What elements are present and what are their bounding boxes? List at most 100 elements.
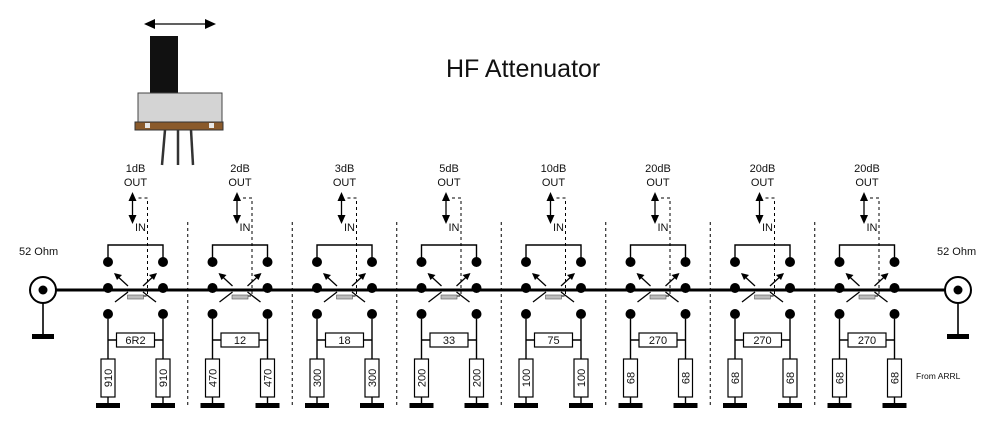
bypass-bracket	[629, 244, 687, 262]
bypass-bracket	[734, 244, 791, 262]
actuator-link	[344, 197, 357, 297]
shunt-resistor-left-value: 68	[730, 372, 742, 384]
series-resistor	[742, 332, 783, 348]
bypass-bracket	[838, 244, 896, 262]
series-resistor	[324, 332, 365, 348]
switch-actuator	[127, 294, 144, 300]
ground-icon	[827, 403, 852, 408]
switch-blade	[142, 291, 157, 303]
actuator-link	[449, 197, 462, 297]
out-label: OUT	[437, 177, 461, 189]
switch-blade	[219, 291, 233, 303]
shunt-resistor-right-value: 68	[785, 372, 797, 384]
shunt-resistor-left-value: 68	[835, 372, 847, 384]
switch-contact	[207, 257, 218, 267]
series-resistor-value: 75	[547, 335, 559, 347]
switch-contact	[785, 309, 795, 319]
switch-contact	[262, 309, 273, 319]
bypass-bracket	[525, 244, 582, 262]
blade-tip	[880, 273, 889, 280]
switch-blade	[560, 291, 575, 303]
shunt-resistor-right	[364, 358, 380, 398]
arrow-head-up	[337, 192, 346, 201]
ground-icon	[569, 403, 593, 408]
shunt-resistor-right-value: 470	[263, 369, 275, 387]
shunt-resistor-left	[204, 358, 221, 398]
series-resistor-value: 270	[649, 335, 667, 347]
switch-contact	[312, 257, 322, 267]
blade-tip	[253, 273, 262, 280]
shunt-resistor-right-value: 300	[367, 369, 379, 387]
shunt-resistor-left-value: 200	[417, 369, 429, 387]
stage-db-label: 20dB	[750, 163, 776, 175]
blade-tip	[218, 273, 227, 280]
arrow-head-up	[233, 192, 241, 201]
arrow-head-down	[128, 215, 137, 224]
switch-contact	[312, 309, 322, 319]
actuator-link	[240, 197, 253, 297]
series-resistor	[847, 332, 887, 348]
bnc-connector-left	[29, 276, 57, 339]
ground-icon	[947, 334, 969, 339]
ground-icon	[723, 403, 747, 408]
shunt-resistor-left	[727, 358, 743, 398]
switch-contact	[416, 309, 427, 319]
diagram-title: HF Attenuator	[446, 55, 600, 83]
switch-blade	[637, 291, 651, 303]
blade-tip	[114, 273, 122, 280]
series-resistor-value: 6R2	[125, 335, 145, 347]
arrow-head-down	[755, 215, 764, 224]
in-label: IN	[658, 222, 669, 234]
in-label: IN	[449, 222, 460, 234]
switch-contact	[312, 283, 322, 293]
shunt-resistor-left-value: 300	[312, 369, 324, 387]
series-resistor	[638, 332, 678, 348]
series-resistor-value: 270	[753, 335, 771, 347]
bnc-connector-right	[944, 276, 972, 339]
shunt-resistor-left-value: 470	[208, 369, 220, 387]
out-label: OUT	[751, 177, 775, 189]
switch-contact	[158, 283, 168, 293]
shunt-resistor-right	[259, 358, 276, 398]
blade-tip	[358, 273, 366, 280]
switch-contact	[521, 257, 531, 267]
port-right-label: 52 Ohm	[937, 246, 976, 258]
port-left-label: 52 Ohm	[19, 246, 58, 258]
ground-icon	[464, 403, 489, 408]
series-resistor	[115, 332, 156, 348]
arrow-head-up	[860, 192, 868, 201]
arrow-head-up	[755, 192, 764, 201]
arrow-head-down	[337, 215, 346, 224]
stage-db-label: 2dB	[230, 163, 250, 175]
shunt-resistor-left	[831, 358, 848, 398]
switch-blade	[532, 291, 547, 303]
ground-icon	[514, 403, 538, 408]
shunt-resistor-left	[518, 358, 534, 398]
switch-contact	[625, 309, 636, 319]
stage-db-label: 10dB	[541, 163, 567, 175]
switch-contact	[680, 309, 691, 319]
switch-actuator	[545, 294, 562, 300]
out-label: OUT	[124, 177, 148, 189]
shunt-resistor-left-value: 100	[521, 369, 533, 387]
switch-contact	[158, 309, 168, 319]
switch-blade	[874, 291, 888, 303]
series-resistor-value: 270	[858, 335, 876, 347]
blade-tip	[462, 273, 471, 280]
actuator-link	[135, 197, 148, 297]
shunt-resistor-left-value: 910	[103, 369, 115, 387]
ground-icon	[200, 403, 225, 408]
switch-blade	[247, 291, 261, 303]
series-resistor	[220, 332, 260, 348]
ground-icon	[151, 403, 175, 408]
ground-icon	[360, 403, 384, 408]
stage-db-label: 1dB	[126, 163, 146, 175]
out-label: OUT	[333, 177, 357, 189]
